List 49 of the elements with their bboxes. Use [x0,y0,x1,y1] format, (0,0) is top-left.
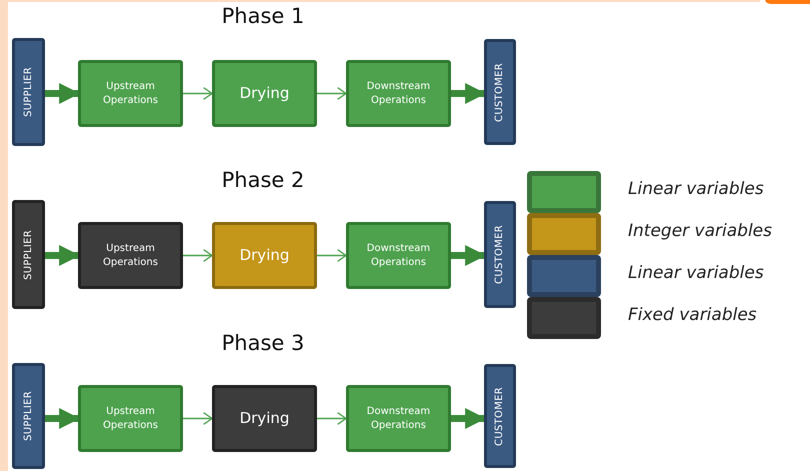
arrow [45,408,80,429]
process-label: Downstream Operations [366,242,432,269]
supplier-bar [12,38,45,146]
process-box [346,60,451,127]
node-label: CUSTOMER [493,62,506,122]
arrow [317,87,347,100]
process-box [346,222,451,289]
customer-bar [484,364,516,468]
legend-label: Linear variables [628,179,764,199]
customer-bar [484,39,516,145]
legend-label: Fixed variables [628,305,757,325]
customer-bar [484,201,516,308]
arrow [317,249,347,262]
process-box [212,222,317,289]
arrow [183,249,213,262]
process-label: Upstream Operations [102,80,159,107]
process-box [78,60,183,127]
process-label: Drying [240,408,290,429]
node-label: CUSTOMER [493,225,506,284]
legend-label: Integer variables [628,221,772,241]
process-box [346,385,451,452]
phase-title: Phase 3 [222,331,304,355]
process-label: Drying [240,245,290,266]
arrow [451,245,486,266]
process-label: Upstream Operations [102,405,159,432]
phase-title: Phase 2 [222,168,304,192]
process-box [212,60,317,127]
process-label: Upstream Operations [102,242,159,269]
arrow [45,245,80,266]
arrow [183,87,213,100]
arrow [45,83,80,104]
arrow [451,408,486,429]
supplier-bar [12,363,45,469]
process-label: Downstream Operations [366,80,432,107]
arrow [451,83,486,104]
process-box [212,385,317,452]
arrow [183,412,213,425]
arrow [317,412,347,425]
supplier-bar [12,200,45,309]
legend-label: Linear variables [628,263,764,283]
process-box [78,222,183,289]
process-label: Downstream Operations [366,405,432,432]
process-label: Drying [240,83,290,104]
node-label: SUPPLIER [22,230,35,280]
node-label: SUPPLIER [22,67,35,117]
node-label: SUPPLIER [22,391,35,441]
phase-title: Phase 1 [222,4,304,28]
process-box [78,385,183,452]
node-label: CUSTOMER [493,386,506,446]
